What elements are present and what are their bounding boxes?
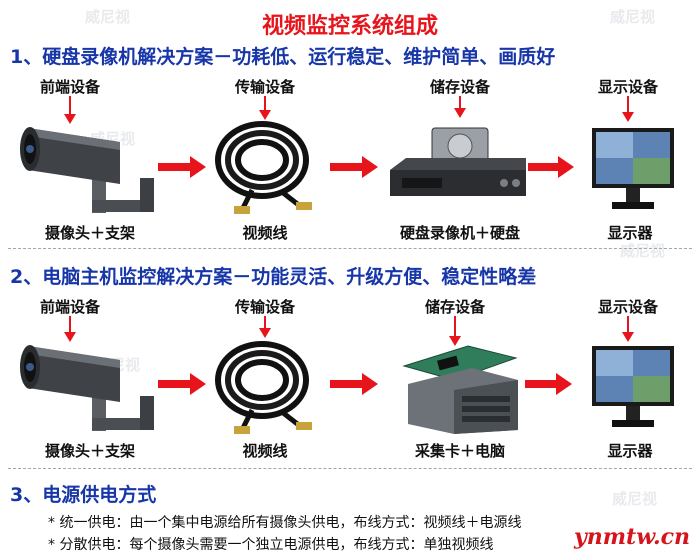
- stage-label-transmission: 传输设备: [234, 78, 295, 96]
- caption-dvr: 硬盘录像机＋硬盘: [399, 224, 520, 242]
- down-arrow-icon: [622, 316, 634, 342]
- video-cable-icon: [215, 341, 312, 434]
- stage-label-display: 显示设备: [597, 78, 658, 96]
- caption-monitor: 显示器: [607, 442, 653, 460]
- section-2-heading: 2、电脑主机监控解决方案－功能灵活、升级方便、稳定性略差: [10, 266, 537, 288]
- caption-cable: 视频线: [242, 224, 288, 242]
- right-arrow-icon: [158, 373, 206, 395]
- stage-label-display: 显示设备: [597, 298, 658, 316]
- stage-label-frontend: 前端设备: [39, 78, 100, 96]
- monitor-icon: [592, 128, 674, 209]
- caption-capture-pc: 采集卡＋电脑: [414, 442, 505, 460]
- divider: [8, 248, 692, 249]
- down-arrow-icon: [449, 316, 461, 346]
- down-arrow-icon: [454, 96, 466, 118]
- page-title: 视频监控系统组成: [261, 14, 438, 39]
- watermark-text: 威尼视: [612, 490, 658, 508]
- power-item-distributed: * 分散供电：每个摄像头需要一个独立电源供电，布线方式：单独视频线: [48, 537, 494, 553]
- camera-icon: [20, 127, 154, 213]
- down-arrow-icon: [622, 96, 634, 122]
- down-arrow-icon: [259, 96, 271, 120]
- caption-cable: 视频线: [242, 442, 288, 460]
- capture-card-pc-icon: [402, 345, 518, 434]
- divider: [8, 468, 692, 469]
- stage-label-transmission: 传输设备: [234, 298, 295, 316]
- right-arrow-icon: [528, 156, 574, 178]
- watermark-text: 威尼视: [85, 8, 131, 26]
- watermark-text: 威尼视: [620, 242, 666, 260]
- video-cable-icon: [215, 121, 312, 214]
- down-arrow-icon: [64, 316, 76, 342]
- caption-camera: 摄像头＋支架: [44, 224, 135, 242]
- down-arrow-icon: [259, 316, 271, 338]
- power-item-unified: * 统一供电：由一个集中电源给所有摄像头供电，布线方式：视频线＋电源线: [48, 515, 522, 531]
- right-arrow-icon: [330, 373, 378, 395]
- section-1-heading: 1、硬盘录像机解决方案－功耗低、运行稳定、维护简单、画质好: [10, 46, 556, 68]
- caption-camera: 摄像头＋支架: [44, 442, 135, 460]
- stage-label-storage: 储存设备: [429, 78, 490, 96]
- right-arrow-icon: [158, 156, 206, 178]
- dvr-recorder-icon: [390, 127, 526, 196]
- stage-label-storage: 储存设备: [424, 298, 485, 316]
- right-arrow-icon: [330, 156, 378, 178]
- monitor-icon: [592, 346, 674, 427]
- down-arrow-icon: [64, 96, 76, 124]
- camera-icon: [20, 345, 154, 431]
- stage-label-frontend: 前端设备: [39, 298, 100, 316]
- caption-monitor: 显示器: [607, 224, 653, 242]
- watermark-text: 威尼视: [610, 8, 656, 26]
- section-3-heading: 3、电源供电方式: [10, 484, 157, 506]
- right-arrow-icon: [525, 373, 572, 395]
- site-watermark: ynmtw.cn: [574, 524, 690, 550]
